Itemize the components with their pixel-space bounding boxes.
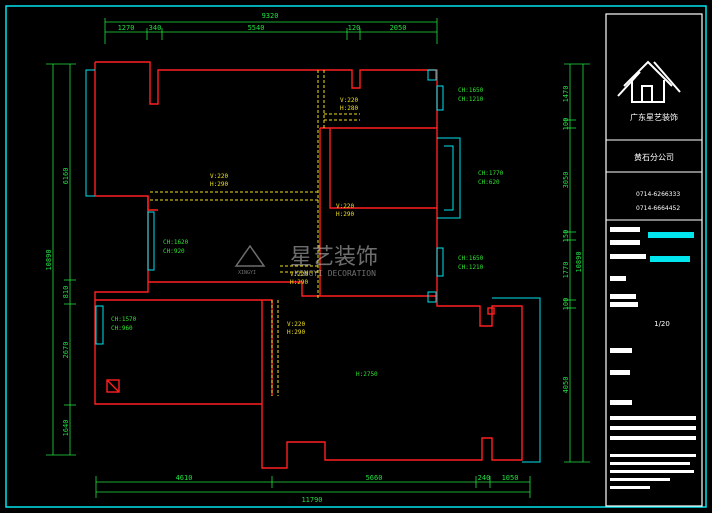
window-label-left-low-2: CH:960	[111, 325, 133, 332]
info-row-placeholder	[610, 370, 630, 375]
info-row-placeholder	[610, 454, 696, 457]
phone-1: 0714-6266333	[636, 191, 680, 198]
watermark: XINGYI 星艺装饰 XINGYI DECORATION	[234, 244, 378, 278]
dim-right-total: 10890	[575, 251, 583, 272]
branch-name: 黄石分公司	[634, 152, 674, 162]
beam-label-top-2: H:280	[340, 105, 358, 112]
dim-right-seg-1: 1470	[562, 86, 570, 103]
company-name: 广东星艺装饰	[630, 112, 678, 122]
dim-right-seg-5: 1770	[562, 262, 570, 279]
info-row-placeholder	[610, 462, 690, 465]
dim-top-seg-5: 2050	[390, 24, 407, 32]
beam-label-lower-1: V:220	[287, 321, 305, 328]
window-label-left-low-1: CH:1570	[111, 316, 137, 323]
dim-bottom-total: 11790	[301, 496, 322, 504]
dim-left-seg-1: 6160	[62, 168, 70, 185]
window-label-top-right-2: CH:1210	[458, 96, 484, 103]
dim-right-seg-3: 3050	[562, 172, 570, 189]
dim-top-seg-4: 120	[348, 24, 361, 32]
beam-label-center-1: V:220	[290, 271, 308, 278]
ceiling-height-label: H:2750	[356, 371, 378, 378]
window-label-right-lower-2: CH:1210	[458, 264, 484, 271]
window-label-bay-1: CH:1770	[478, 170, 504, 177]
info-row-placeholder	[610, 227, 640, 232]
info-row-placeholder	[610, 426, 696, 430]
dimension-lines	[46, 18, 590, 498]
watermark-logo-icon	[234, 244, 266, 267]
dim-top-seg-1: 1270	[118, 24, 135, 32]
info-row-placeholder	[610, 478, 670, 481]
info-row-placeholder	[648, 232, 694, 238]
beams	[150, 70, 360, 396]
dim-right-seg-6: 100	[562, 298, 570, 311]
info-row-placeholder	[610, 400, 632, 405]
dim-top-seg-3: 5540	[248, 24, 265, 32]
dim-right-seg-2: 100	[562, 118, 570, 131]
beam-label-center-2: H:290	[290, 279, 308, 286]
info-row-placeholder	[610, 436, 696, 440]
dim-bottom-seg-1: 4610	[176, 474, 193, 482]
info-row-placeholder	[610, 254, 646, 259]
window-label-left-mid-1: CH:1620	[163, 239, 189, 246]
info-row-placeholder	[610, 294, 636, 299]
beam-label-top-1: V:220	[340, 97, 358, 104]
info-row-placeholder	[650, 256, 690, 262]
beam-label-mid-right-1: V:220	[336, 203, 354, 210]
beam-label-mid-left-1: V:220	[210, 173, 228, 180]
info-row-placeholder	[610, 302, 638, 307]
watermark-cn-text: 星艺装饰	[290, 245, 378, 270]
info-row-placeholder	[610, 416, 696, 420]
drawing-frame	[5, 5, 707, 508]
window-label-bay-2: CH:620	[478, 179, 500, 186]
dim-left-total: 10890	[45, 249, 53, 270]
window-label-left-mid-2: CH:920	[163, 248, 185, 255]
phone-2: 0714-6664452	[636, 205, 680, 212]
beam-label-lower-2: H:290	[287, 329, 305, 336]
dim-left-seg-4: 1640	[62, 420, 70, 437]
beam-label-mid-right-2: H:290	[336, 211, 354, 218]
company-logo-icon	[617, 60, 681, 103]
windows	[85, 69, 541, 463]
title-block: 广东星艺装饰 黄石分公司 0714-6266333 0714-6664452 1…	[605, 13, 703, 507]
dim-right-seg-7: 4050	[562, 377, 570, 394]
watermark-en-text: XINGYI DECORATION	[294, 269, 376, 278]
watermark-small-text: XINGYI	[238, 270, 256, 276]
dim-bottom-seg-4: 1050	[502, 474, 519, 482]
dim-bottom-seg-2: 5660	[366, 474, 383, 482]
info-row-placeholder	[610, 486, 650, 489]
dim-bottom-seg-3: 240	[478, 474, 491, 482]
dim-left-seg-3: 2670	[62, 342, 70, 359]
window-label-right-lower-1: CH:1650	[458, 255, 484, 262]
drawing-number: 1/20	[654, 320, 670, 328]
info-row-placeholder	[610, 348, 632, 353]
beam-label-mid-left-2: H:290	[210, 181, 228, 188]
dim-right-seg-4: 150	[562, 230, 570, 243]
window-label-top-right-1: CH:1650	[458, 87, 484, 94]
dim-top-seg-2: 340	[149, 24, 162, 32]
dim-top-total: 9320	[262, 12, 279, 20]
dim-left-seg-2: 810	[62, 286, 70, 299]
info-row-placeholder	[610, 240, 640, 245]
info-row-placeholder	[610, 276, 626, 281]
info-row-placeholder	[610, 470, 694, 473]
